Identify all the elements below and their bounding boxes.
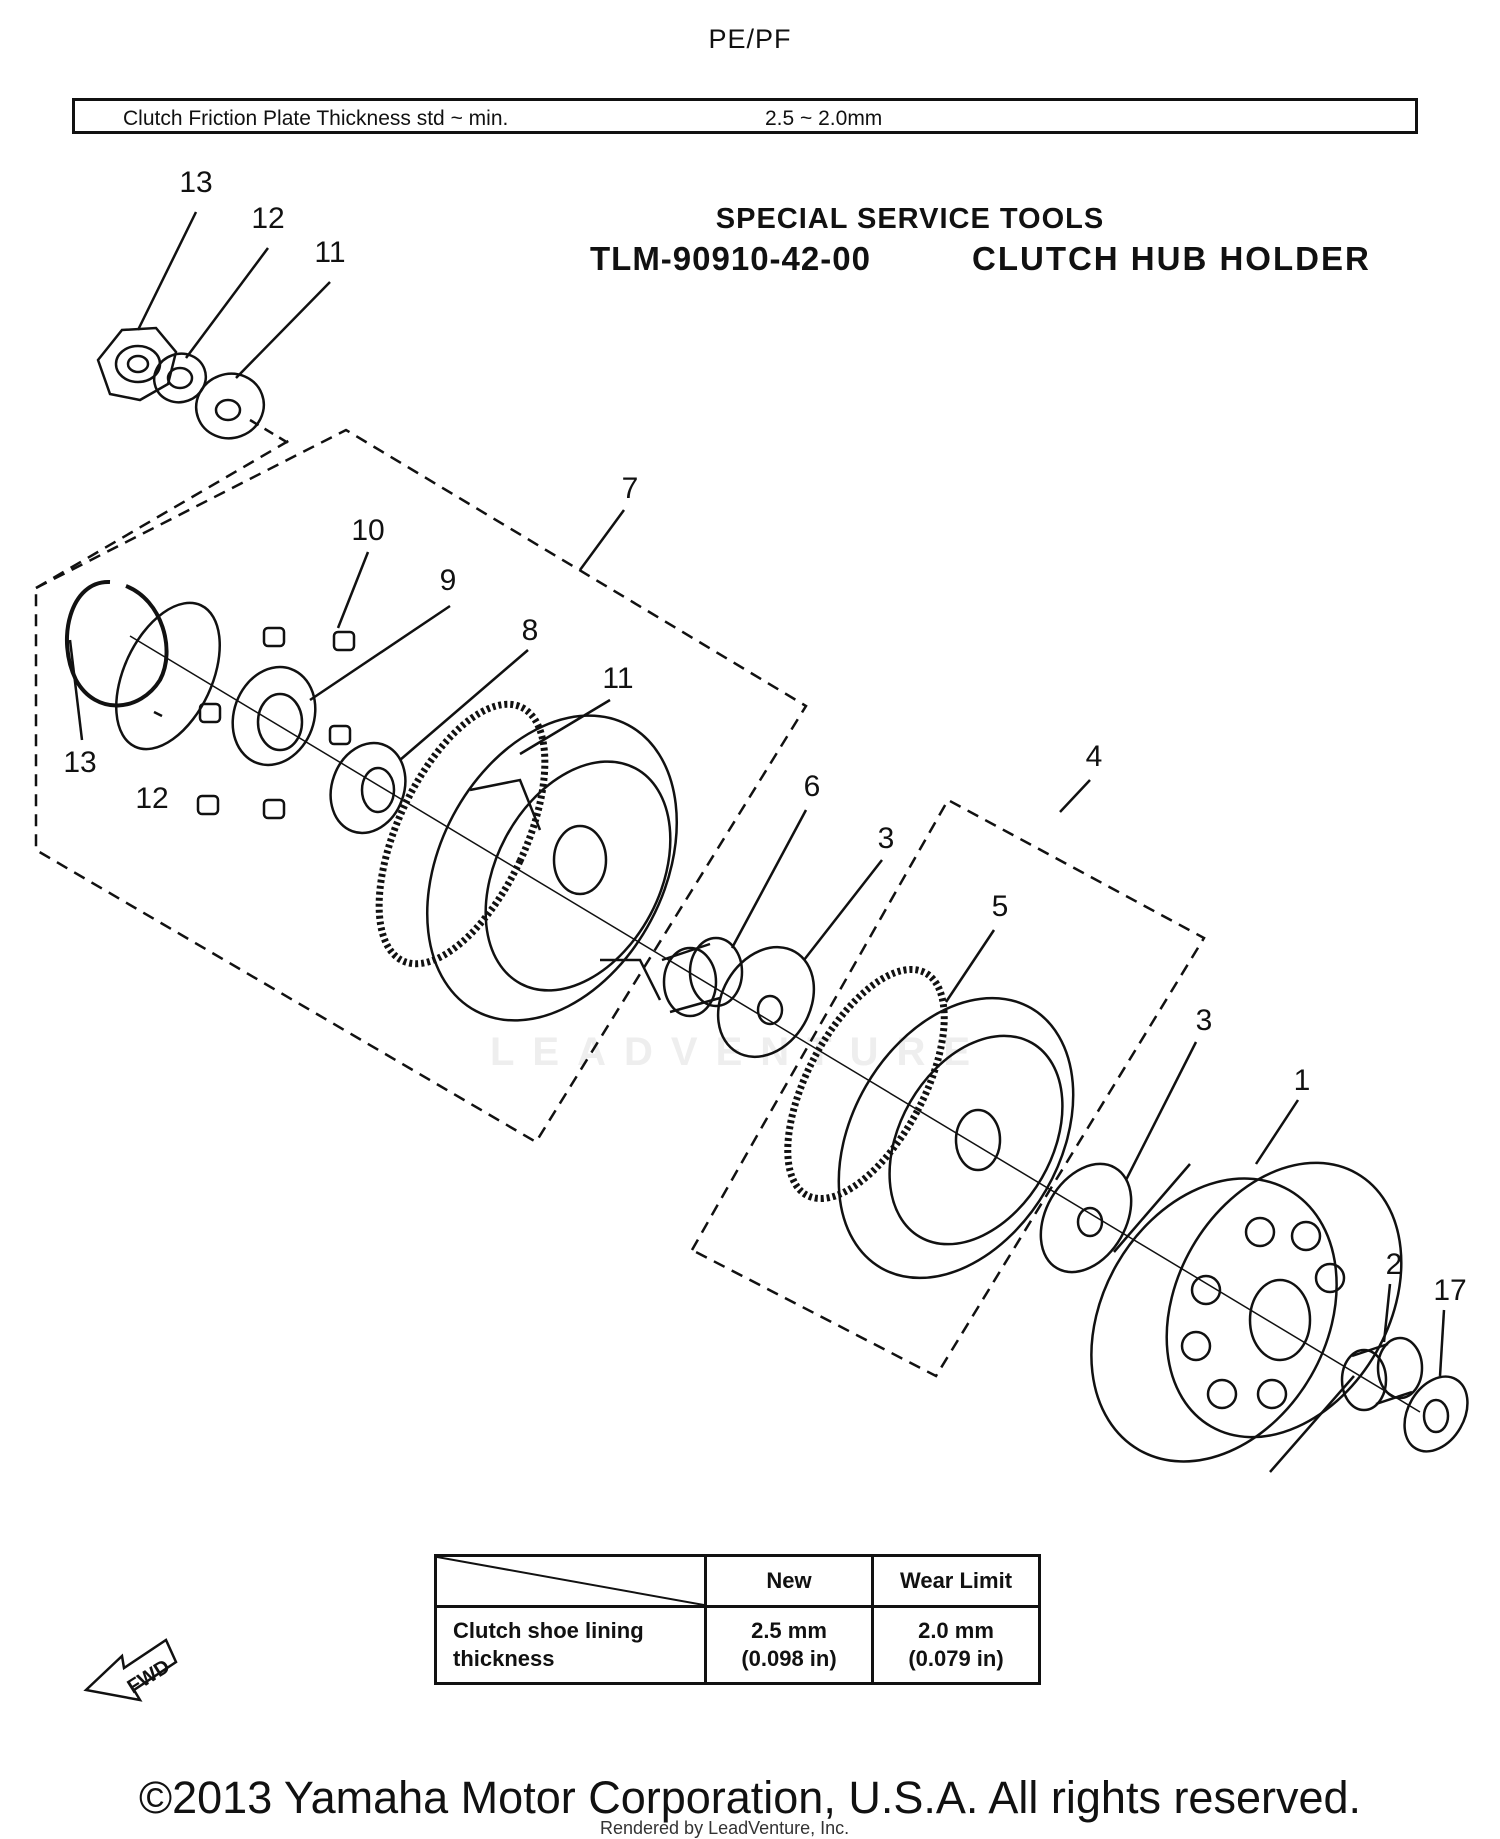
callout-7: 7 <box>622 472 639 505</box>
callout-16: 13 <box>179 166 212 199</box>
copyright-notice: ©2013 Yamaha Motor Corporation, U.S.A. A… <box>138 1772 1362 1823</box>
assembly-4-outline <box>690 798 1206 1378</box>
part-10-roller-cage <box>231 665 317 767</box>
tool-name: CLUTCH HUB HOLDER <box>972 240 1371 277</box>
table-corner-cell <box>434 1554 707 1608</box>
model-code: PE/PF <box>708 24 792 54</box>
part-8-spring <box>375 700 549 968</box>
part-7-shoe-assembly <box>425 714 679 1022</box>
callout-1: 1 <box>1294 1064 1311 1097</box>
spec-label: Clutch Friction Plate Thickness std ~ mi… <box>123 107 509 130</box>
table-cell-new: 2.5 mm (0.098 in) <box>704 1605 874 1685</box>
callout-3-upper: 3 <box>878 822 895 855</box>
callout-2: 2 <box>1386 1248 1403 1281</box>
clutch-shoe-spec-table: New Wear Limit Clutch shoe lining thickn… <box>434 1554 1041 1685</box>
callout-14: 11 <box>314 236 345 269</box>
assembly-7-outline <box>34 428 808 1144</box>
row-label-line1: Clutch shoe lining <box>453 1618 644 1643</box>
limit-value-mm: 2.0 mm <box>918 1618 994 1643</box>
part-12-ring <box>115 601 221 751</box>
part-9-hub <box>329 741 407 835</box>
part-4-shoe-assembly <box>837 996 1075 1280</box>
part-2-bushing <box>1340 1336 1424 1412</box>
tool-part-number: TLM-90910-42-00 <box>590 240 871 277</box>
table-cell-wear-limit: 2.0 mm (0.079 in) <box>871 1605 1041 1685</box>
callout-4: 4 <box>1086 740 1103 773</box>
new-value-in: (0.098 in) <box>741 1646 837 1671</box>
table-diagonal-line <box>437 1557 704 1605</box>
rendered-by-note: Rendered by LeadVenture, Inc. <box>600 1818 850 1838</box>
part-14-washer <box>194 372 266 440</box>
callout-5: 5 <box>992 890 1009 923</box>
special-tools-title: SPECIAL SERVICE TOOLS <box>715 203 1105 235</box>
part-13-circlip <box>64 579 169 708</box>
part-3-washer-lower <box>1039 1162 1133 1274</box>
part-11-rollers <box>196 626 356 820</box>
callout-6: 6 <box>804 770 821 803</box>
callout-12: 12 <box>135 782 168 815</box>
callout-15: 12 <box>251 202 284 235</box>
callout-17: 17 <box>1433 1274 1466 1307</box>
part-3-washer-upper <box>716 945 816 1059</box>
row-label-line2: thickness <box>453 1646 555 1671</box>
table-header-wear-limit: Wear Limit <box>871 1554 1041 1608</box>
callout-3-lower: 3 <box>1196 1004 1213 1037</box>
part-1-clutch-housing <box>1090 1161 1403 1473</box>
callout-11: 10 <box>351 514 384 547</box>
callout-8: 11 <box>602 662 633 695</box>
part-6-bearing <box>661 936 744 1018</box>
part-17-washer <box>1403 1375 1469 1453</box>
friction-plate-spec-box: Clutch Friction Plate Thickness std ~ mi… <box>72 98 1418 134</box>
part-15-washer <box>152 352 208 404</box>
callout-9: 8 <box>522 614 539 647</box>
spec-value: 2.5 ~ 2.0mm <box>765 107 883 130</box>
callout-13: 13 <box>63 746 96 779</box>
fwd-arrow-icon <box>83 1638 178 1702</box>
callout-10: 9 <box>440 564 457 597</box>
part-16-nut <box>96 326 178 402</box>
limit-value-in: (0.079 in) <box>908 1646 1004 1671</box>
part-5-spring <box>784 965 948 1203</box>
table-row-label: Clutch shoe lining thickness <box>434 1605 707 1685</box>
table-header-new: New <box>704 1554 874 1608</box>
new-value-mm: 2.5 mm <box>751 1618 827 1643</box>
